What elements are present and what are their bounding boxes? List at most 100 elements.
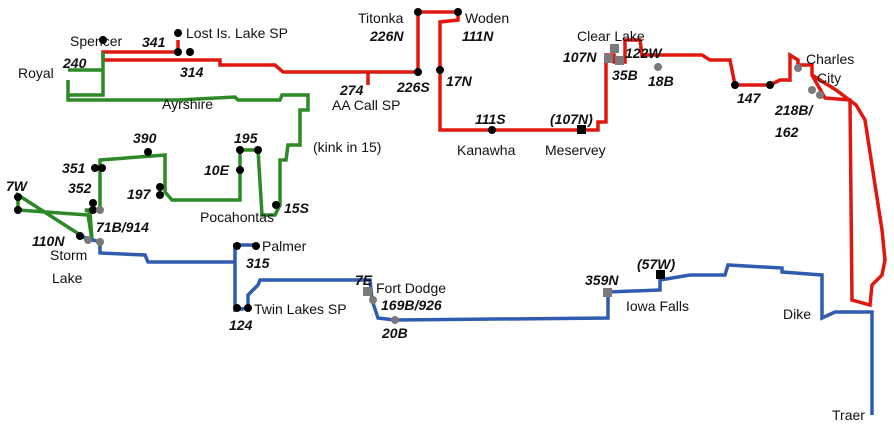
exit-226n: 226N	[369, 28, 404, 44]
label-twin-lakes: Twin Lakes SP	[254, 301, 347, 317]
stop-17n	[436, 66, 444, 74]
stop-meservey	[577, 125, 586, 134]
exit-147: 147	[737, 90, 762, 106]
label-woden: Woden	[465, 10, 509, 26]
red-route	[101, 10, 887, 308]
stop-palmer-b	[252, 242, 260, 250]
exit-162: 162	[775, 124, 799, 140]
place-labels: Spencer Lost Is. Lake SP Royal Ayrshire …	[18, 10, 865, 423]
junction-20b	[391, 316, 399, 324]
stop-197a	[156, 183, 164, 191]
label-kanawha: Kanawha	[457, 142, 516, 158]
label-palmer: Palmer	[262, 238, 307, 254]
stop-147b	[766, 81, 774, 89]
junction-169b	[369, 296, 377, 304]
exit-341: 341	[142, 34, 166, 50]
junction-charles	[794, 64, 802, 72]
stop-352b	[89, 206, 97, 214]
label-dike: Dike	[783, 306, 811, 322]
exit-7e: 7E	[355, 272, 373, 288]
junction-71b	[96, 206, 104, 214]
exit-15s: 15S	[284, 200, 310, 216]
exit-218b: 218B/	[774, 102, 814, 118]
exit-107n: 107N	[563, 49, 597, 65]
exit-7w: 7W	[6, 178, 29, 194]
stop-10e	[236, 166, 244, 174]
exit-18b: 18B	[648, 73, 674, 89]
junction-7e	[363, 287, 372, 296]
exit-122w: 122W	[625, 45, 663, 61]
stop-226s	[414, 68, 422, 76]
stop-7w-b	[14, 206, 22, 214]
exit-351: 351	[62, 160, 86, 176]
exit-197: 197	[127, 186, 152, 202]
stop-spencer	[99, 36, 107, 44]
stop-195a	[236, 146, 244, 154]
stop-341	[174, 29, 182, 37]
exit-17n: 17N	[446, 73, 473, 89]
stop-110n	[76, 232, 84, 240]
label-clear-lake: Clear Lake	[577, 28, 645, 44]
label-storm: Storm	[50, 247, 87, 263]
junction-359n	[603, 288, 612, 297]
exit-315: 315	[246, 255, 270, 271]
label-fort-dodge: Fort Dodge	[376, 280, 446, 296]
label-iowa-falls: Iowa Falls	[626, 298, 689, 314]
stop-147	[731, 81, 739, 89]
label-kink-note: (kink in 15)	[313, 139, 381, 155]
exit-195: 195	[234, 130, 258, 146]
label-city: City	[817, 70, 841, 86]
label-meservey: Meservey	[545, 142, 606, 158]
stop-351a	[91, 164, 99, 172]
green-route	[16, 52, 310, 243]
stop-titonka	[414, 8, 422, 16]
exit-240: 240	[62, 55, 87, 71]
label-spencer: Spencer	[70, 33, 122, 49]
junction-218b-b	[816, 91, 824, 99]
exit-352: 352	[68, 180, 92, 196]
junction-markers	[84, 44, 824, 324]
exit-35b: 35B	[612, 67, 638, 83]
exit-71b: 71B/914	[96, 219, 149, 235]
blue-route	[79, 234, 874, 415]
stop-124b	[244, 304, 252, 312]
exit-107n-paren: (107N)	[550, 111, 593, 127]
exit-labels: 341 240 314 226N 111N 274 226S 17N 111S …	[6, 28, 814, 341]
stop-57w	[656, 270, 665, 279]
stop-197b	[156, 191, 164, 199]
stop-markers	[14, 8, 774, 312]
label-pocahontas: Pocahontas	[200, 209, 274, 225]
exit-169b: 169B/926	[381, 297, 442, 313]
label-royal: Royal	[18, 65, 54, 81]
exit-111n: 111N	[462, 28, 494, 44]
label-aa-call: AA Call SP	[332, 97, 400, 113]
stop-314	[186, 48, 194, 56]
stop-351b	[98, 164, 106, 172]
stop-195b	[254, 146, 262, 154]
label-titonka: Titonka	[358, 10, 404, 26]
exit-274: 274	[339, 82, 364, 98]
stop-390	[144, 148, 152, 156]
junction-storm-a	[84, 236, 92, 244]
label-lost-island: Lost Is. Lake SP	[186, 25, 288, 41]
label-lake: Lake	[52, 270, 83, 286]
exit-359n: 359N	[585, 272, 619, 288]
exit-124: 124	[229, 317, 253, 333]
exit-10e: 10E	[204, 162, 230, 178]
label-ayrshire: Ayrshire	[162, 96, 213, 112]
junction-107n	[604, 54, 613, 63]
stop-kanawha	[488, 126, 496, 134]
exit-314: 314	[180, 64, 204, 80]
stop-7w	[14, 193, 22, 201]
junction-18b	[654, 63, 662, 71]
exit-226s: 226S	[396, 79, 430, 95]
junction-218b-a	[808, 86, 816, 94]
stop-15s	[272, 201, 280, 209]
junction-clear-lake	[610, 44, 619, 53]
stop-woden	[454, 8, 462, 16]
stop-352a	[89, 199, 97, 207]
label-charles: Charles	[806, 51, 854, 67]
exit-20b: 20B	[381, 325, 408, 341]
stop-palmer-a	[233, 242, 241, 250]
